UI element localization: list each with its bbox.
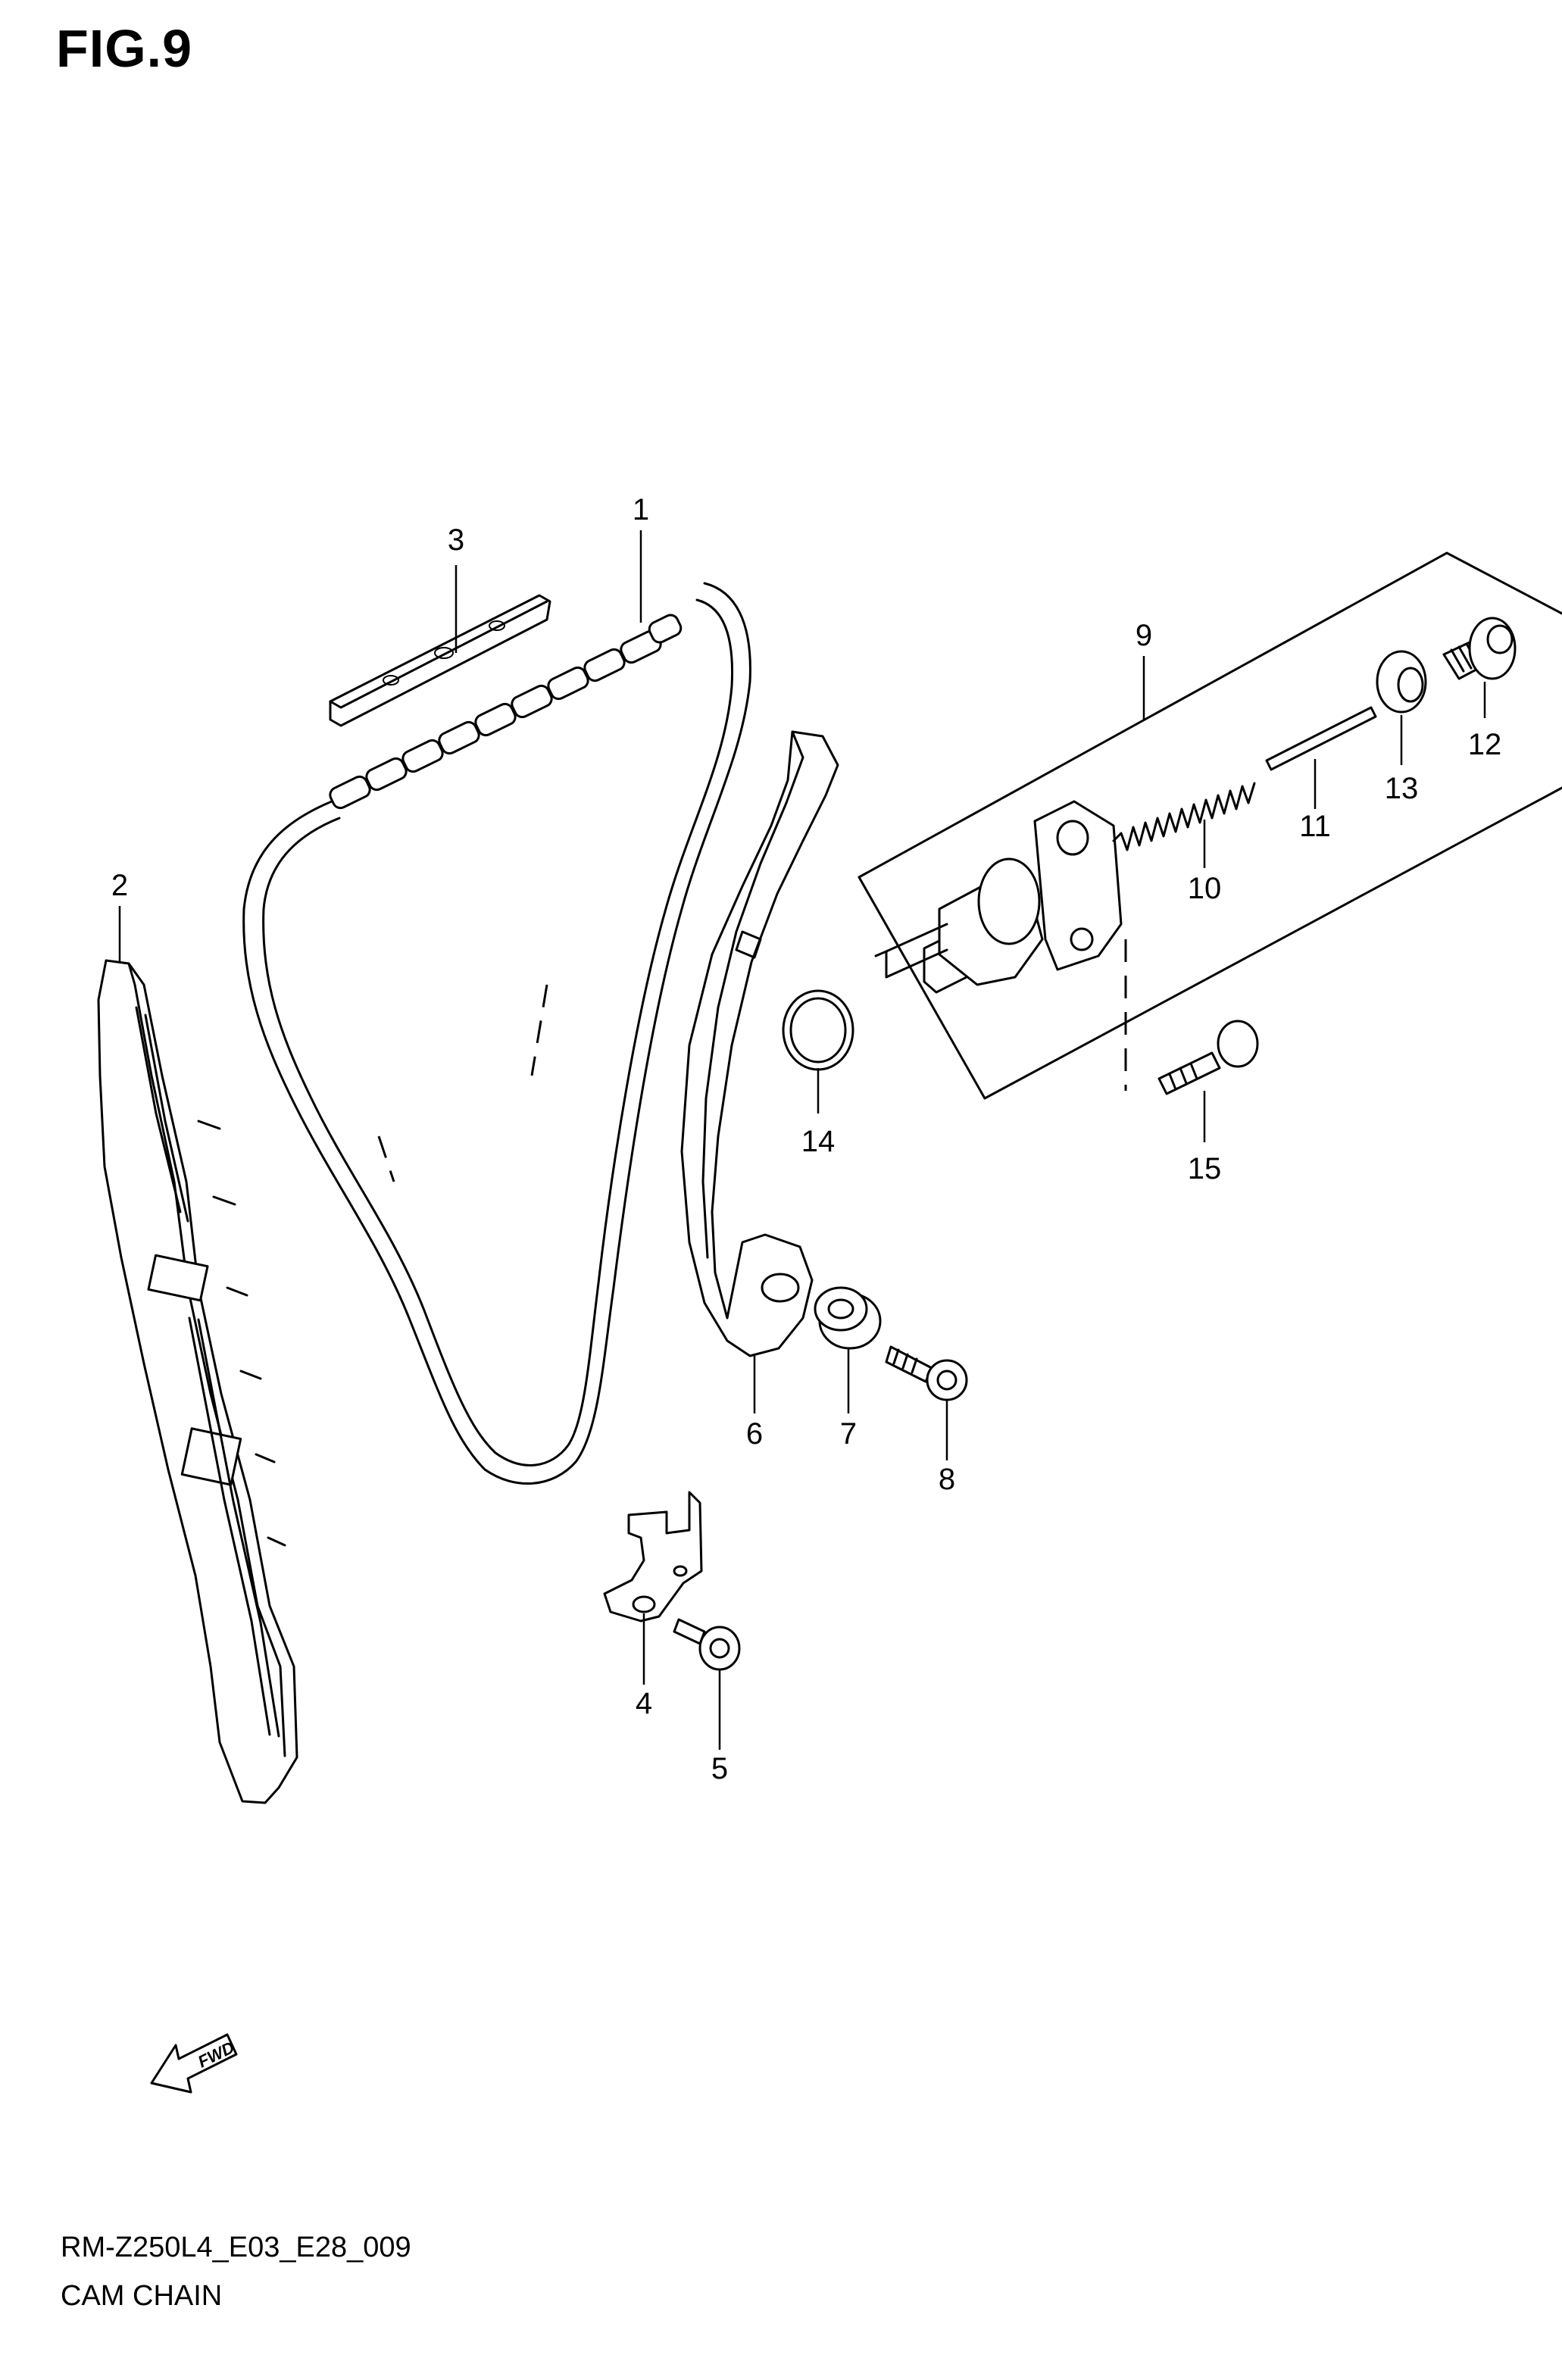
fwd-arrow-icon: FWD xyxy=(150,2033,238,2094)
callout-2: 2 xyxy=(111,869,128,902)
diagram-name: CAM CHAIN xyxy=(61,2280,223,2312)
guide-bracket-part[interactable] xyxy=(603,1491,703,1623)
callout-9: 9 xyxy=(1136,619,1152,652)
callout-3: 3 xyxy=(448,523,464,557)
tensioner-assembly-part[interactable] xyxy=(858,551,1562,1100)
callout-13: 13 xyxy=(1385,772,1419,805)
figure-title: FIG.9 xyxy=(56,19,193,78)
gasket-washer-part[interactable] xyxy=(1376,650,1427,714)
cam-chain-part[interactable] xyxy=(242,582,751,1485)
chain-stopper-part[interactable] xyxy=(329,594,551,727)
callout-labels: 1 2 3 4 5 6 7 8 9 10 11 12 13 14 15 xyxy=(111,493,1501,1785)
diagram-code: RM-Z250L4_E03_E28_009 xyxy=(61,2232,411,2263)
bolt-5-part[interactable] xyxy=(673,1618,741,1671)
pushrod-part[interactable] xyxy=(1265,706,1377,771)
callout-1: 1 xyxy=(633,493,649,526)
tensioner-arm-part[interactable] xyxy=(680,730,839,1357)
o-ring-part[interactable] xyxy=(782,989,854,1071)
callout-10: 10 xyxy=(1188,872,1222,905)
chain-guide-part[interactable] xyxy=(97,959,298,1804)
callout-4: 4 xyxy=(636,1687,652,1720)
callout-8: 8 xyxy=(939,1463,955,1496)
spring-part[interactable] xyxy=(1112,782,1256,851)
callout-5: 5 xyxy=(711,1752,728,1785)
callout-12: 12 xyxy=(1468,728,1502,761)
chain-links xyxy=(329,614,683,810)
bushing-part[interactable] xyxy=(814,1286,882,1350)
leader-lines xyxy=(118,530,1486,1750)
callout-14: 14 xyxy=(801,1125,836,1158)
callout-6: 6 xyxy=(746,1417,763,1451)
callout-11: 11 xyxy=(1299,810,1331,843)
cap-bolt-part[interactable] xyxy=(1442,617,1517,680)
callout-15: 15 xyxy=(1188,1152,1222,1185)
callout-7: 7 xyxy=(840,1417,857,1451)
bolt-8-part[interactable] xyxy=(885,1345,968,1401)
tensioner-bolt-part[interactable] xyxy=(1157,1020,1259,1095)
